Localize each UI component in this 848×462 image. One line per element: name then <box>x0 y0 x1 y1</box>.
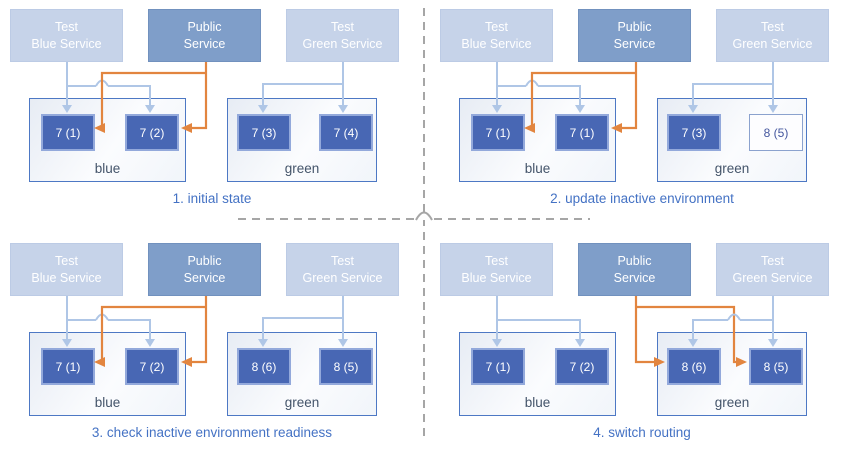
pod: 7 (3) <box>667 114 721 151</box>
service-label: Test Blue Service <box>461 19 532 51</box>
green-environment-box: 7 (3) 7 (4) green <box>227 98 377 182</box>
pod: 7 (1) <box>41 348 95 385</box>
pod: 7 (2) <box>125 114 179 151</box>
public-service-box: Public Service <box>148 9 261 62</box>
pod: 7 (1) <box>41 114 95 151</box>
service-label: Test Green Service <box>732 19 813 51</box>
service-label: Test Blue Service <box>461 253 532 285</box>
test-green-service-box: Test Green Service <box>286 9 399 62</box>
pod: 7 (1) <box>555 114 609 151</box>
line-hop-arc <box>95 79 109 87</box>
blue-environment-box: 7 (1) 7 (2) blue <box>459 332 616 416</box>
service-label: Test Green Service <box>302 253 383 285</box>
green-environment-box: 8 (6) 8 (5) green <box>227 332 377 416</box>
test-blue-service-box: Test Blue Service <box>440 243 553 296</box>
pod: 8 (5) <box>319 348 373 385</box>
blue-environment-box: 7 (1) 7 (1) blue <box>459 98 616 182</box>
environment-label: blue <box>94 395 121 410</box>
test-green-service-box: Test Green Service <box>716 243 829 296</box>
test-blue-service-box: Test Blue Service <box>440 9 553 62</box>
public-service-box: Public Service <box>578 9 691 62</box>
pod: 7 (2) <box>555 348 609 385</box>
pod: 8 (5) <box>749 348 803 385</box>
pod: 7 (1) <box>471 114 525 151</box>
step-title: 2. update inactive environment <box>550 191 734 206</box>
public-service-box: Public Service <box>148 243 261 296</box>
quadrant-check-inactive-environment-readiness: Test Blue Service Public Service Test Gr… <box>0 234 424 462</box>
blue-environment-box: 7 (1) 7 (2) blue <box>29 98 186 182</box>
service-label: Test Blue Service <box>31 253 102 285</box>
quadrant-switch-routing: Test Blue Service Public Service Test Gr… <box>430 234 848 462</box>
line-hop-arc <box>727 313 741 321</box>
pod: 8 (5) <box>749 114 803 151</box>
step-title: 3. check inactive environment readiness <box>91 425 333 440</box>
green-environment-box: 8 (6) 8 (5) green <box>657 332 807 416</box>
test-green-service-box: Test Green Service <box>716 9 829 62</box>
service-label: Public Service <box>613 19 656 51</box>
test-blue-service-box: Test Blue Service <box>10 9 123 62</box>
test-blue-service-box: Test Blue Service <box>10 243 123 296</box>
environment-label: blue <box>94 161 121 176</box>
step-title: 1. initial state <box>172 191 252 206</box>
quadrant-initial-state: Test Blue Service Public Service Test Gr… <box>0 0 424 228</box>
environment-label: blue <box>524 161 551 176</box>
environment-label: green <box>284 161 320 176</box>
step-title: 4. switch routing <box>593 425 691 440</box>
service-label: Public Service <box>613 253 656 285</box>
service-label: Public Service <box>183 19 226 51</box>
public-service-box: Public Service <box>578 243 691 296</box>
environment-label: green <box>714 395 750 410</box>
quadrant-update-inactive-environment: Test Blue Service Public Service Test Gr… <box>430 0 848 228</box>
pod: 7 (1) <box>471 348 525 385</box>
service-label: Test Green Service <box>732 253 813 285</box>
service-label: Test Green Service <box>302 19 383 51</box>
pod: 7 (2) <box>125 348 179 385</box>
service-label: Public Service <box>183 253 226 285</box>
pod: 8 (6) <box>237 348 291 385</box>
environment-label: green <box>284 395 320 410</box>
line-hop-arc <box>95 313 109 321</box>
pod: 7 (3) <box>237 114 291 151</box>
service-label: Test Blue Service <box>31 19 102 51</box>
environment-label: blue <box>524 395 551 410</box>
pod: 7 (4) <box>319 114 373 151</box>
blue-environment-box: 7 (1) 7 (2) blue <box>29 332 186 416</box>
environment-label: green <box>714 161 750 176</box>
green-environment-box: 7 (3) 8 (5) green <box>657 98 807 182</box>
pod: 8 (6) <box>667 348 721 385</box>
line-hop-arc <box>525 79 539 87</box>
test-green-service-box: Test Green Service <box>286 243 399 296</box>
